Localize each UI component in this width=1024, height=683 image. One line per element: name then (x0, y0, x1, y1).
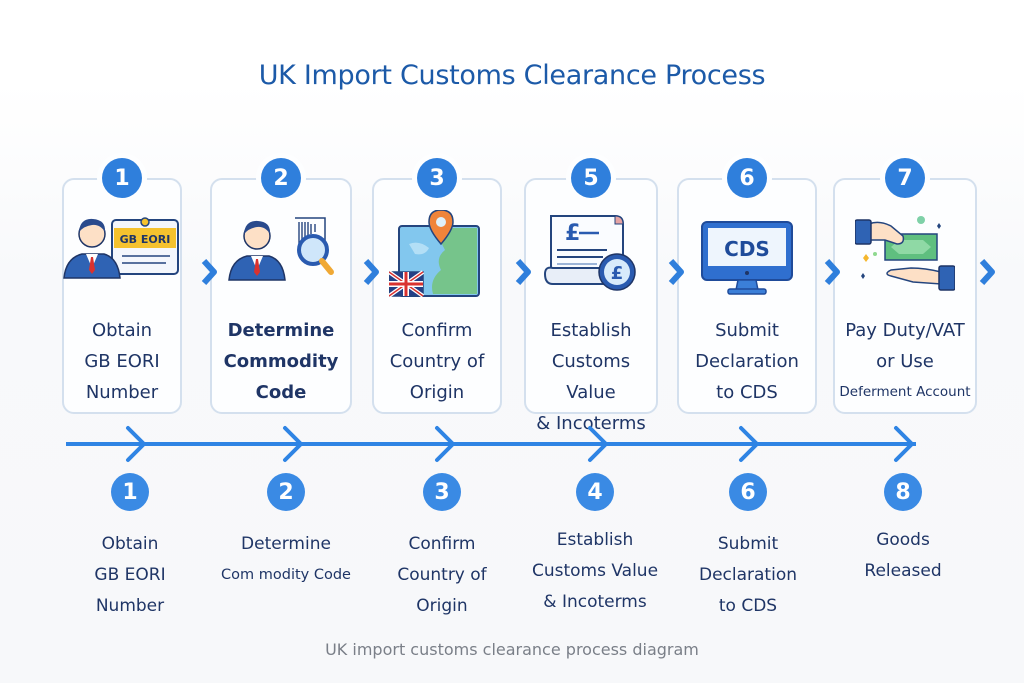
person-barcode-magnifier-icon (225, 210, 337, 286)
step-number-badge: 5 (571, 158, 611, 198)
hands-payment-icon (854, 214, 956, 300)
timeline-arrow (66, 426, 916, 462)
label-line: Submit (715, 320, 779, 341)
step-number-badge: 1 (102, 158, 142, 198)
label-line: to CDS (716, 382, 778, 403)
step-label: Establish Customs Value & Incoterms (526, 315, 656, 439)
step-label: Submit Declaration to CDS (679, 315, 815, 408)
step-card-6: 6 CDS Submit Declaration to CDS (677, 158, 817, 414)
label-line: Code (255, 382, 307, 403)
monitor-cds-icon: CDS (700, 220, 794, 302)
label-line: Obtain (91, 320, 153, 341)
step-label: Pay Duty/VAT or Use Deferment Account (835, 315, 975, 408)
timeline-number-badge: 4 (576, 473, 614, 511)
label-line: to CDS (718, 596, 778, 616)
label-line: Origin (416, 596, 468, 616)
label-line: GB EORI (84, 351, 160, 372)
label-line: Confirm (401, 320, 473, 341)
timeline-chevron-icon (435, 426, 455, 462)
label-line: or Use (876, 351, 934, 372)
label-line: Country of (397, 565, 487, 585)
step-card-2: 2 Determine Commodity Code (210, 158, 352, 414)
step-card-5: 5 £ £ Establish Customs Value & Incoterm… (524, 158, 658, 434)
timeline-chevron-icon (894, 426, 914, 462)
timeline-chevron-icon (283, 426, 303, 462)
timeline-chevron-icon (126, 426, 146, 462)
label-line: Determine (241, 534, 331, 554)
step-card-7: 7 Pay Duty/VAT or Use Deferment Account (833, 158, 977, 414)
label-line: Number (85, 382, 159, 403)
timeline-number-badge: 1 (111, 473, 149, 511)
label-line: Deferment Account (839, 384, 971, 400)
chevron-right-icon (979, 258, 995, 286)
timeline-step-2: 2 Determine Com modity Code (206, 473, 366, 591)
label-line: Country of (389, 351, 485, 372)
timeline-step-8: 8 Goods Released (823, 473, 983, 587)
step-number-badge: 6 (727, 158, 767, 198)
label-line: GB EORI (94, 565, 166, 585)
svg-text:£: £ (611, 263, 624, 284)
label-line: Commodity (223, 351, 339, 372)
timeline-label: Determine Com modity Code (206, 529, 366, 591)
timeline-chevron-icon (739, 426, 759, 462)
label-line: Confirm (408, 534, 476, 554)
label-line: Obtain (101, 534, 159, 554)
step-card-3: 3 Confirm Country of Origin (372, 158, 502, 414)
chevron-right-icon (363, 258, 379, 286)
timeline-step-6: 6 Submit Declaration to CDS (668, 473, 828, 622)
step-label: Obtain GB EORI Number (64, 315, 180, 408)
label-line: & Incoterms (536, 413, 646, 434)
timeline-step-4: 4 Establish Customs Value & Incoterms (515, 473, 675, 618)
map-pin-uk-flag-icon (387, 209, 485, 306)
step-card-1: 1 GB EORI Obtain GB EORI Number (62, 158, 182, 414)
timeline-label: Goods Released (823, 525, 983, 587)
label-line: Establish (550, 320, 632, 341)
timeline-label: Confirm Country of Origin (362, 529, 522, 622)
timeline-step-1: 1 Obtain GB EORI Number (50, 473, 210, 622)
label-line: Origin (409, 382, 465, 403)
timeline-label: Submit Declaration to CDS (668, 529, 828, 622)
step-number-badge: 3 (417, 158, 457, 198)
label-line: Goods (876, 530, 930, 550)
label-line: Submit (717, 534, 779, 554)
chevron-right-icon (515, 258, 531, 286)
timeline-number-badge: 6 (729, 473, 767, 511)
diagram-caption: UK import customs clearance process diag… (325, 640, 699, 659)
label-line: Declaration (698, 565, 797, 585)
timeline-number-badge: 3 (423, 473, 461, 511)
timeline-step-3: 3 Confirm Country of Origin (362, 473, 522, 622)
label-line: Pay Duty/VAT (845, 320, 965, 341)
step-label: Determine Commodity Code (212, 315, 350, 408)
label-line: Released (864, 561, 942, 581)
pound-symbol: £ (565, 221, 580, 246)
chevron-right-icon (668, 258, 684, 286)
label-line: Establish (556, 530, 634, 550)
timeline-number-badge: 2 (267, 473, 305, 511)
timeline-number-badge: 8 (884, 473, 922, 511)
person-gb-eori-card-icon: GB EORI (62, 210, 182, 284)
label-line: Com modity Code (221, 567, 351, 583)
label-line: Customs Value (531, 561, 659, 581)
chevron-right-icon (824, 258, 840, 286)
label-line: Customs Value (551, 351, 631, 403)
chevron-right-icon (201, 258, 217, 286)
eori-card-text: GB EORI (120, 233, 171, 246)
cds-screen-text: CDS (724, 237, 770, 261)
timeline-label: Obtain GB EORI Number (50, 529, 210, 622)
timeline-label: Establish Customs Value & Incoterms (515, 525, 675, 618)
label-line: Number (95, 596, 165, 616)
invoice-pound-coin-icon: £ £ (543, 212, 639, 300)
step-number-badge: 7 (885, 158, 925, 198)
diagram-title: UK Import Customs Clearance Process (258, 60, 766, 91)
label-line: Declaration (695, 351, 799, 372)
step-number-badge: 2 (261, 158, 301, 198)
label-line: & Incoterms (543, 592, 647, 612)
timeline-chevron-icon (588, 426, 608, 462)
step-label: Confirm Country of Origin (374, 315, 500, 408)
label-line: Determine (227, 320, 335, 341)
